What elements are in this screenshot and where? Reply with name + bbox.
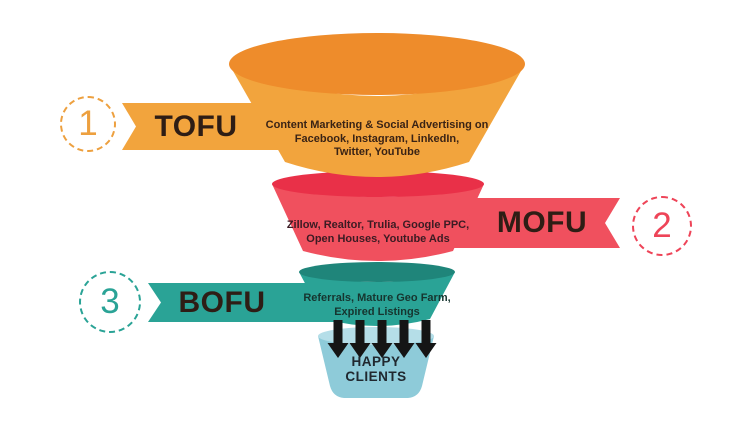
step-1-number: 1 bbox=[78, 104, 98, 143]
bofu-description-line: Expired Listings bbox=[334, 305, 420, 318]
step-1-badge: 1 bbox=[60, 96, 116, 152]
down-arrow-icon bbox=[327, 320, 349, 358]
down-arrow-icon bbox=[349, 320, 371, 358]
step-2-number: 2 bbox=[652, 206, 672, 245]
mofu-description-line: Zillow, Realtor, Trulia, Google PPC, bbox=[286, 219, 470, 231]
tofu-ribbon bbox=[122, 103, 300, 150]
down-arrow-icon bbox=[415, 320, 437, 358]
tofu-funnel-top bbox=[229, 33, 525, 95]
mofu-ribbon bbox=[450, 198, 620, 248]
bofu-funnel-top bbox=[299, 262, 455, 282]
mofu-description-line: Open Houses, Youtube Ads bbox=[306, 232, 450, 245]
tofu-description: Content Marketing & Social Advertising o… bbox=[248, 119, 506, 160]
step-3-badge: 3 bbox=[79, 271, 141, 333]
happy-clients-line: HAPPY bbox=[351, 354, 401, 369]
down-arrow-icon bbox=[371, 320, 393, 358]
happy-clients-label: HAPPY CLIENTS bbox=[326, 354, 426, 384]
tofu-label: TOFU bbox=[154, 109, 238, 143]
bofu-funnel-body bbox=[299, 272, 455, 326]
bofu-ribbon bbox=[148, 283, 360, 322]
mofu-description: Zillow, Realtor, Trulia, Google PPC, Ope… bbox=[270, 219, 486, 246]
tofu-description-line: Twitter, YouTube bbox=[334, 146, 420, 158]
bofu-description: Referrals, Mature Geo Farm, Expired List… bbox=[282, 292, 472, 319]
mofu-label: MOFU bbox=[496, 206, 588, 239]
step-3-number: 3 bbox=[100, 282, 120, 321]
down-arrows bbox=[327, 320, 437, 358]
tofu-description-line: Content Marketing & Social Advertising o… bbox=[265, 119, 489, 131]
bofu-description-line: Referrals, Mature Geo Farm, bbox=[303, 292, 451, 304]
step-2-badge: 2 bbox=[632, 196, 692, 256]
tofu-description-line: Facebook, Instagram, LinkedIn, bbox=[294, 132, 460, 145]
happy-clients-line: CLIENTS bbox=[345, 368, 407, 384]
mofu-funnel-body bbox=[272, 184, 484, 261]
bofu-label: BOFU bbox=[178, 285, 266, 319]
mofu-funnel-top bbox=[272, 171, 484, 197]
down-arrow-icon bbox=[393, 320, 415, 358]
tofu-funnel-body bbox=[229, 64, 525, 177]
